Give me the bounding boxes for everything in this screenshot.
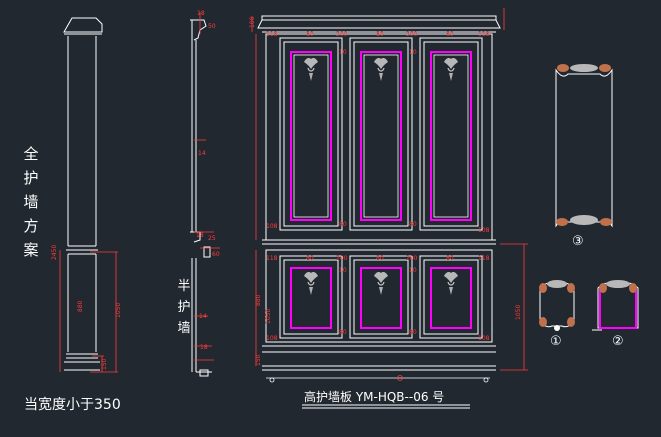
- title-underline: [302, 404, 470, 409]
- upper-panels: [279, 37, 483, 231]
- dim-column-base: 150: [101, 358, 108, 370]
- half-wall-label: 半 护 墙: [175, 276, 193, 339]
- dim-gap-4: 200: [406, 255, 418, 262]
- dim-stile-mr: 118: [478, 255, 490, 262]
- plinth-ornaments: [266, 375, 490, 383]
- dim-stile-tl: 118: [266, 31, 278, 38]
- half-wall-char-3: 墙: [177, 321, 191, 336]
- full-wall-char-3: 墙: [23, 193, 39, 211]
- dim-profile-top: 18: [197, 10, 205, 17]
- dim-inner-4: 10: [409, 267, 417, 274]
- dim-gap-3: 200: [336, 255, 348, 262]
- dim-profile-rail: 18: [196, 232, 204, 239]
- dim-column-mid: 880: [77, 300, 84, 312]
- detail-2-inlay: [599, 290, 637, 329]
- dim-profile-mid: 14: [198, 150, 206, 157]
- dim-panel-base: 150: [255, 354, 262, 366]
- column-dimensions: [59, 250, 118, 373]
- dim-edge-m3: 80: [446, 255, 454, 262]
- dim-profile-low1: 14: [199, 313, 207, 320]
- upper-inlay-inner: [293, 54, 469, 218]
- dim-edge-1: 80: [306, 31, 314, 38]
- detail-2-label: ②: [612, 334, 624, 349]
- detail-2-carvings: [592, 280, 637, 331]
- detail-3-label: ③: [572, 234, 584, 249]
- dim-rail-br: 108: [478, 227, 490, 234]
- wall-panel-elevation: [257, 15, 501, 371]
- full-wall-char-4: 方: [23, 217, 39, 235]
- dim-edge-b1: 80: [339, 221, 347, 228]
- dim-edge-2: 80: [376, 31, 384, 38]
- detail-1-carvings: [539, 280, 575, 331]
- lower-panels: [279, 255, 483, 339]
- dim-edge-lb1: 80: [339, 329, 347, 336]
- dim-profile-low2: 18: [200, 344, 208, 351]
- dim-inner-2: 10: [409, 49, 417, 56]
- dim-gap-1: 200: [336, 31, 348, 38]
- width-note: 当宽度小于350: [24, 397, 121, 413]
- upper-inlays: [290, 51, 472, 221]
- detail-3-panel: [555, 68, 613, 228]
- upper-carvings: [303, 57, 459, 82]
- half-wall-char-1: 半: [177, 279, 191, 294]
- dim-stile-tr: 118: [478, 31, 490, 38]
- full-wall-char-2: 护: [23, 169, 39, 187]
- dim-rail-lbr: 108: [478, 335, 490, 342]
- dim-inner-1: 10: [339, 49, 347, 56]
- detail-1-label: ①: [550, 334, 562, 349]
- dim-panel-height: 1050: [515, 305, 522, 320]
- dim-edge-b2: 80: [409, 221, 417, 228]
- dim-edge-m2: 80: [376, 255, 384, 262]
- dim-column-lower: 1050: [115, 303, 122, 318]
- drawing-title: 高护墙板 YM-HQB--06 号: [304, 390, 445, 404]
- dim-rail-lbl: 108: [266, 335, 278, 342]
- detail-3-carvings: [556, 64, 612, 226]
- full-wall-char-1: 全: [23, 145, 39, 163]
- dim-panel-upper: 880: [255, 294, 262, 306]
- lower-carvings: [303, 271, 459, 296]
- dim-profile-rail2: 25: [208, 235, 216, 242]
- dim-rail-bl: 108: [266, 223, 278, 230]
- dim-profile-top2: 50: [208, 23, 216, 30]
- dim-panel-left: 1050: [265, 309, 272, 324]
- dim-stile-ml: 118: [266, 255, 278, 262]
- dim-inner-3: 10: [339, 267, 347, 274]
- dim-edge-m1: 80: [306, 255, 314, 262]
- panel-dimensions: [251, 8, 528, 371]
- column-elevation: [63, 17, 103, 371]
- dimension-labels: 2450 880 1050 150 18 50 14 18 25 60 14 1…: [51, 10, 522, 370]
- half-wall-char-2: 护: [177, 300, 191, 315]
- section-profile: [190, 19, 212, 377]
- dim-top-height: 100: [249, 16, 256, 28]
- dim-column-total: 2450: [51, 245, 58, 260]
- lower-inlays: [290, 267, 472, 329]
- full-wall-label: 全 护 墙 方 案: [22, 142, 40, 262]
- dim-edge-lb2: 80: [409, 329, 417, 336]
- dim-edge-3: 80: [446, 31, 454, 38]
- dim-gap-2: 200: [406, 31, 418, 38]
- section-dimensions: [194, 12, 220, 361]
- dim-profile-rail3: 60: [212, 251, 220, 258]
- full-wall-char-5: 案: [23, 241, 39, 259]
